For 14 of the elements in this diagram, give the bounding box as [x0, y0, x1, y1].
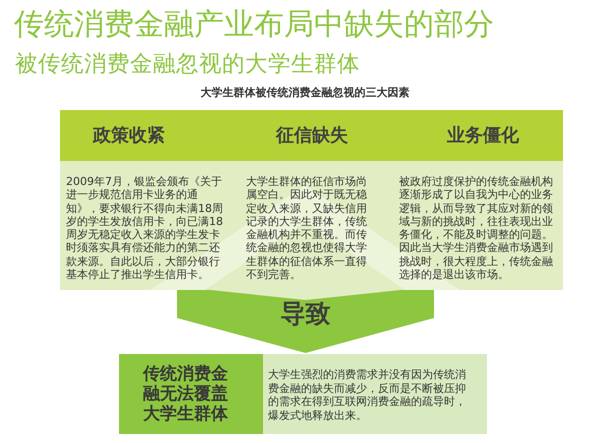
factor-text: 被政府过度保护的传统金融机构逐渐形成了以自我为中心的业务逻辑，从而导致了其应对新的领域与新的挑战时，往往表现出业务僵化，不能及时调整的问题。因此当大学生消费金融市场遇到挑战时，很大程度上，传统金融选择的是退出该市场。 [399, 175, 554, 282]
chevron-arrow [177, 290, 434, 353]
result-heading: 传统消费金融无法覆盖大学生群体 [143, 364, 229, 424]
factor-heading: 政策收紧 [93, 125, 165, 147]
factor-heading: 业务僵化 [447, 125, 519, 147]
factor-text: 大学生群体的征信市场尚属空白。因此对于既无稳定收入来源，又缺失信用记录的大学生群体，传统金融机构并不重视。而传统金融的忽视也使得大学生群体的征信体系一直得不到完善。 [246, 175, 368, 282]
subtitle: 被传统消费金融忽视的大学生群体 [15, 50, 360, 78]
edge-label: 导致 [280, 298, 330, 329]
title: 传统消费金融产业布局中缺失的部分 [14, 7, 494, 43]
panel-heading: 大学生群体被传统消费金融忽视的三大因素 [200, 86, 410, 100]
factor-text: 2009年7月，银监会颁布《关于进一步规范信用卡业务的通知》，要求银行不得向未满18周岁的学生发放信用卡，向已满18周岁无稳定收入来源的学生发卡时须落实具有偿还能力的第二还款来源。自此以后，大部分银行基本停止了推出学生信用卡。 [66, 175, 224, 282]
result-box [119, 354, 487, 434]
result-text: 大学生强烈的消费需求并没有因为传统消费金融的缺失而减少，反而是不断被压抑的需求在得到互联网消费金融的疏导时，爆发式地释放出来。 [268, 368, 467, 423]
factor-heading: 征信缺失 [276, 125, 348, 147]
